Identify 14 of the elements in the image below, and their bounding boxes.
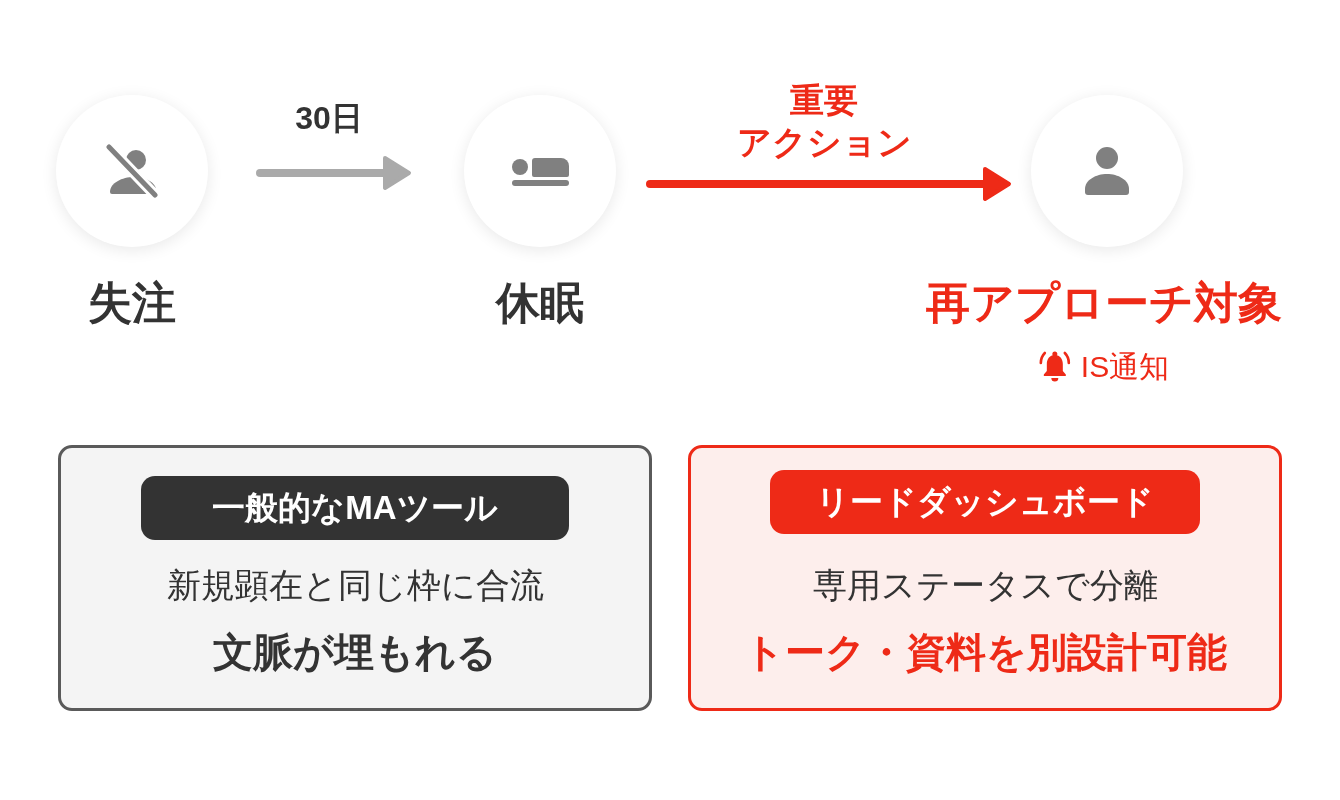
status-label: 休眠	[496, 277, 584, 329]
panel-text: 専用ステータスで分離	[812, 565, 1158, 606]
arrow	[646, 167, 1011, 201]
panel-text: 文脈が埋もれる	[213, 629, 497, 676]
section-tag: リードダッシュボード	[770, 470, 1200, 534]
panel-text: 新規顕在と同じ枠に合流	[166, 565, 544, 606]
comparison-panel	[688, 445, 1282, 711]
status-label: 失注	[88, 277, 176, 329]
comparison-panel	[58, 445, 652, 711]
status-label: 再アプローチ対象	[926, 277, 1282, 329]
panel-text: トーク・資料を別設計可能	[743, 629, 1227, 676]
arrow	[256, 156, 411, 190]
notification-label: IS通知	[1080, 349, 1170, 385]
section-tag: 一般的なMAツール	[141, 476, 569, 540]
